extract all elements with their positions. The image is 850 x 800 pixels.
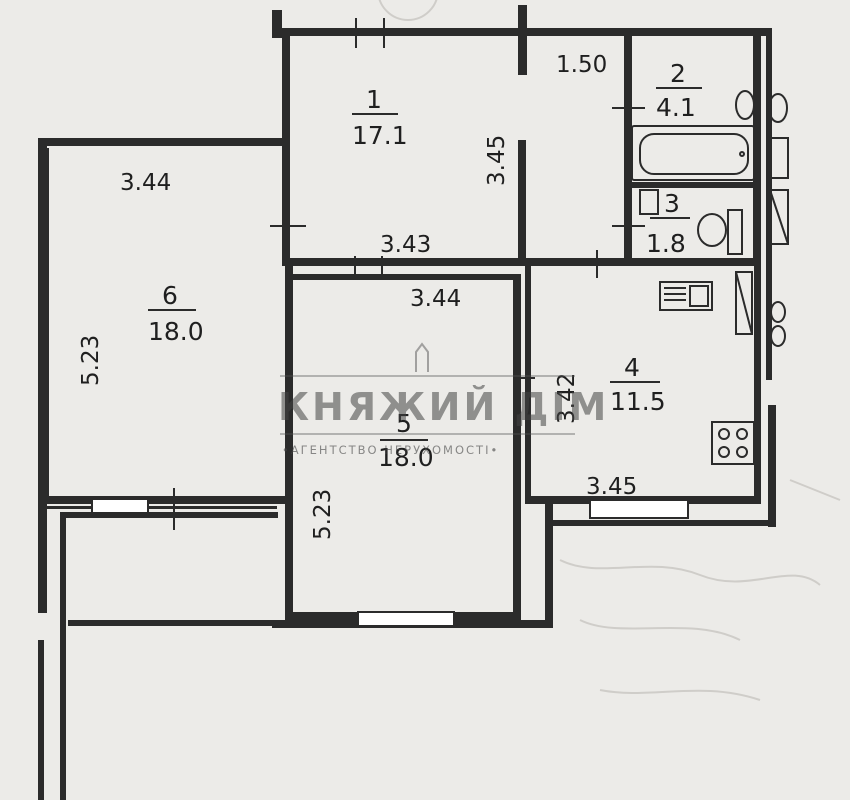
room-6-area: 18.0 (148, 317, 204, 346)
room-6-number: 6 (162, 281, 178, 310)
dim-room1-horizontal: 3.43 (380, 232, 431, 258)
room-3-area: 1.8 (646, 229, 686, 258)
room-2-area: 4.1 (656, 93, 696, 122)
watermark-title: КНЯЖИЙ ДІМ (278, 385, 609, 429)
room-4-area: 11.5 (610, 387, 666, 416)
door-marks (173, 18, 645, 530)
watermark-subtitle: •АГЕНТСТВО НЕРУХОМОСТІ• (282, 443, 499, 457)
sink-icon (735, 90, 789, 179)
stove-icon (711, 421, 755, 465)
dim-room6-vertical: 5.23 (78, 335, 104, 386)
background-marks (378, 0, 841, 701)
dim-room6-horizontal: 3.44 (120, 170, 171, 196)
dim-room1-vertical: 3.45 (484, 135, 510, 186)
room-1-number: 1 (366, 85, 382, 114)
walls (38, 5, 776, 800)
dim-room5-vertical: 5.23 (310, 489, 336, 540)
room-1-area: 17.1 (352, 121, 408, 150)
room-5-area: 18.0 (378, 443, 434, 472)
dim-room4-horizontal: 3.45 (586, 474, 637, 500)
bathtub-icon (631, 125, 755, 181)
room-3-number: 3 (664, 189, 680, 218)
kitchen-sink-icon (659, 271, 786, 347)
room-4-number: 4 (624, 353, 640, 382)
dim-room5-horizontal: 3.44 (410, 286, 461, 312)
windows (91, 498, 689, 627)
dim-corridor-width: 1.50 (556, 52, 607, 78)
toilet-icon (639, 189, 789, 255)
room-2-number: 2 (670, 59, 686, 88)
dim-room4-vertical: 3.42 (554, 373, 580, 424)
room-5-number: 5 (396, 409, 412, 438)
watermark-logo: КНЯЖИЙ ДІМ •АГЕНТСТВО НЕРУХОМОСТІ• (278, 342, 609, 457)
